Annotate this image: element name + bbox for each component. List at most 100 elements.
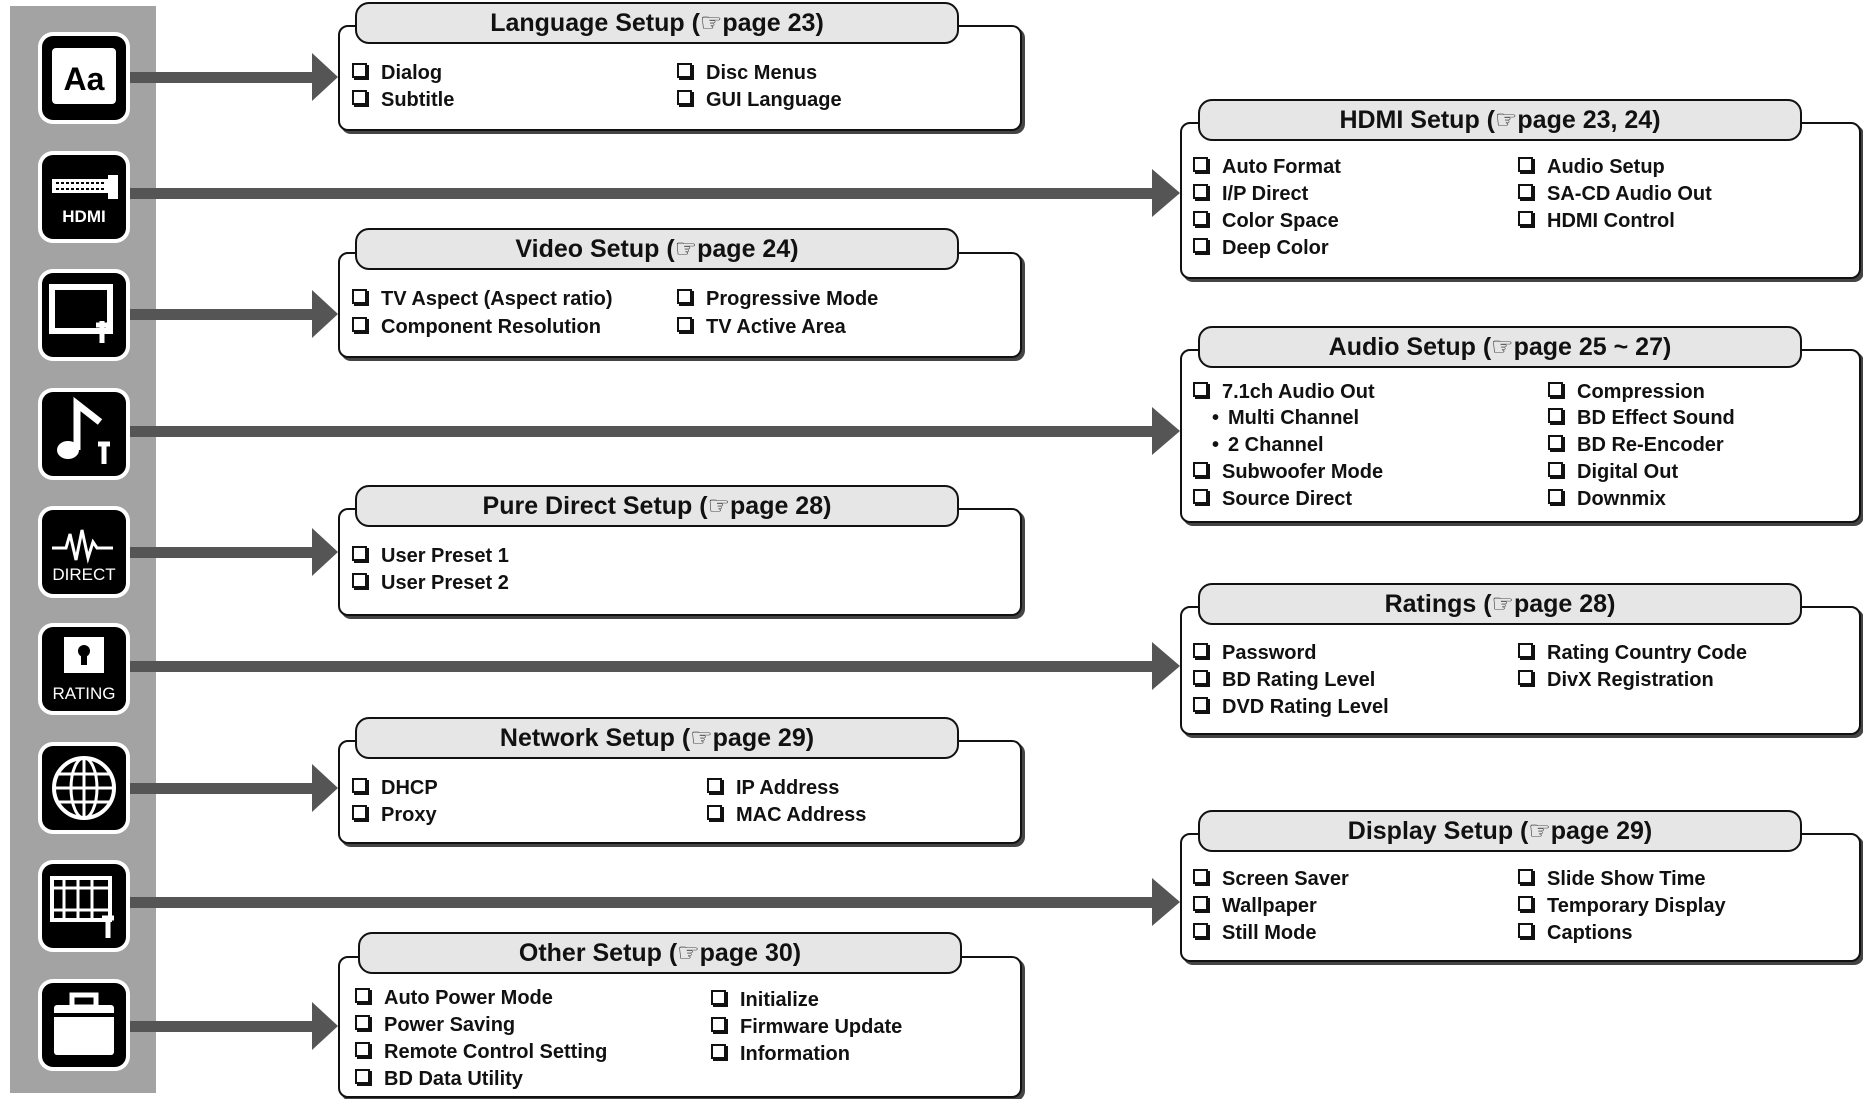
audio-setup-panel [1180,349,1861,523]
arrow-hdmi-head [1152,169,1180,217]
list-item[interactable]: Captions [1518,920,1633,946]
audio-icon[interactable] [42,392,126,476]
list-item[interactable]: Disc Menus [677,60,817,86]
checkbox-icon [1518,211,1533,226]
arrow-language [130,72,318,83]
list-item[interactable]: Wallpaper [1193,893,1317,919]
checkbox-icon [677,63,692,78]
list-item[interactable]: DVD Rating Level [1193,694,1389,720]
checkbox-icon [352,90,367,105]
list-item[interactable]: Proxy [352,802,437,828]
list-item[interactable]: Slide Show Time [1518,866,1706,892]
language-icon-label: Aa [64,61,105,97]
hdmi-icon[interactable]: HDMI [42,155,126,239]
pure-direct-setup-title[interactable]: Pure Direct Setup (☞page 28) [355,485,959,527]
other-setup-icon[interactable] [42,983,126,1067]
arrow-network-head [312,764,338,812]
arrow-audio-head [1152,407,1180,455]
list-item[interactable]: Auto Power Mode [355,985,553,1011]
list-item[interactable]: Source Direct [1193,486,1352,512]
network-icon[interactable] [42,746,126,830]
other-setup-title[interactable]: Other Setup (☞page 30) [358,932,962,974]
rating-icon[interactable]: RATING [42,627,126,711]
checkbox-icon [1548,408,1563,423]
list-item[interactable]: TV Active Area [677,314,846,340]
list-item[interactable]: Firmware Update [711,1014,902,1040]
list-item[interactable]: DHCP [352,775,438,801]
rating-icon-label: RATING [53,684,116,703]
checkbox-icon [355,988,370,1003]
arrow-pure-direct [130,547,318,558]
list-item[interactable]: 7.1ch Audio Out [1193,379,1375,405]
checkbox-icon [352,317,367,332]
list-item[interactable]: BD Re-Encoder [1548,432,1724,458]
checkbox-icon [677,289,692,304]
list-item[interactable]: GUI Language [677,87,842,113]
language-setup-title[interactable]: Language Setup (☞page 23) [355,2,959,44]
list-item[interactable]: HDMI Control [1518,208,1675,234]
list-item[interactable]: Subwoofer Mode [1193,459,1383,485]
hand-icon: ☞ [674,235,698,263]
list-item[interactable]: MAC Address [707,802,866,828]
arrow-other [130,1021,318,1032]
list-item[interactable]: I/P Direct [1193,181,1308,207]
hdmi-setup-title[interactable]: HDMI Setup (☞page 23, 24) [1198,99,1802,141]
arrow-hdmi [130,188,1168,199]
list-item[interactable]: Dialog [352,60,442,86]
video-icon[interactable] [42,273,126,357]
list-item[interactable]: BD Rating Level [1193,667,1375,693]
list-item[interactable]: Deep Color [1193,235,1329,261]
checkbox-icon [1193,184,1208,199]
list-item[interactable]: Rating Country Code [1518,640,1747,666]
list-item[interactable]: Auto Format [1193,154,1341,180]
list-item[interactable]: Downmix [1548,486,1666,512]
list-item[interactable]: Color Space [1193,208,1339,234]
checkbox-icon [1193,157,1208,172]
list-item[interactable]: Still Mode [1193,920,1316,946]
list-item[interactable]: User Preset 1 [352,543,509,569]
checkbox-icon [1193,697,1208,712]
list-item[interactable]: IP Address [707,775,839,801]
list-item[interactable]: Password [1193,640,1316,666]
list-item[interactable]: Initialize [711,987,819,1013]
list-item[interactable]: •2 Channel [1212,434,1324,456]
ratings-title[interactable]: Ratings (☞page 28) [1198,583,1802,625]
checkbox-icon [677,90,692,105]
list-item[interactable]: Screen Saver [1193,866,1349,892]
checkbox-icon [1548,489,1563,504]
checkbox-icon [355,1069,370,1084]
hand-icon: ☞ [1491,333,1514,361]
network-setup-title[interactable]: Network Setup (☞page 29) [355,717,959,759]
checkbox-icon [352,573,367,588]
checkbox-icon [1193,382,1208,397]
checkbox-icon [1518,923,1533,938]
audio-setup-title[interactable]: Audio Setup (☞page 25 ~ 27) [1198,326,1802,368]
list-item[interactable]: User Preset 2 [352,570,509,596]
list-item[interactable]: SA-CD Audio Out [1518,181,1712,207]
list-item[interactable]: Progressive Mode [677,286,878,312]
list-item[interactable]: Audio Setup [1518,154,1665,180]
list-item[interactable]: TV Aspect (Aspect ratio) [352,286,613,312]
pure-direct-icon[interactable]: DIRECT [42,510,126,594]
checkbox-icon [1193,670,1208,685]
display-icon[interactable] [42,864,126,948]
list-item[interactable]: Remote Control Setting [355,1039,607,1065]
hand-icon: ☞ [677,939,700,967]
video-setup-title[interactable]: Video Setup (☞page 24) [355,228,959,270]
list-item[interactable]: Subtitle [352,87,454,113]
list-item[interactable]: BD Data Utility [355,1066,523,1092]
list-item[interactable]: BD Effect Sound [1548,405,1735,431]
list-item[interactable]: Component Resolution [352,314,601,340]
list-item[interactable]: •Multi Channel [1212,407,1360,429]
list-item[interactable]: DivX Registration [1518,667,1714,693]
list-item[interactable]: Information [711,1041,850,1067]
language-icon[interactable]: Aa [42,36,126,120]
display-setup-title[interactable]: Display Setup (☞page 29) [1198,810,1802,852]
list-item[interactable]: Temporary Display [1518,893,1726,919]
checkbox-icon [1193,462,1208,477]
list-item[interactable]: Digital Out [1548,459,1678,485]
pure-direct-icon-label: DIRECT [52,565,115,584]
list-item[interactable]: Compression [1548,379,1705,405]
list-item[interactable]: Power Saving [355,1012,515,1038]
